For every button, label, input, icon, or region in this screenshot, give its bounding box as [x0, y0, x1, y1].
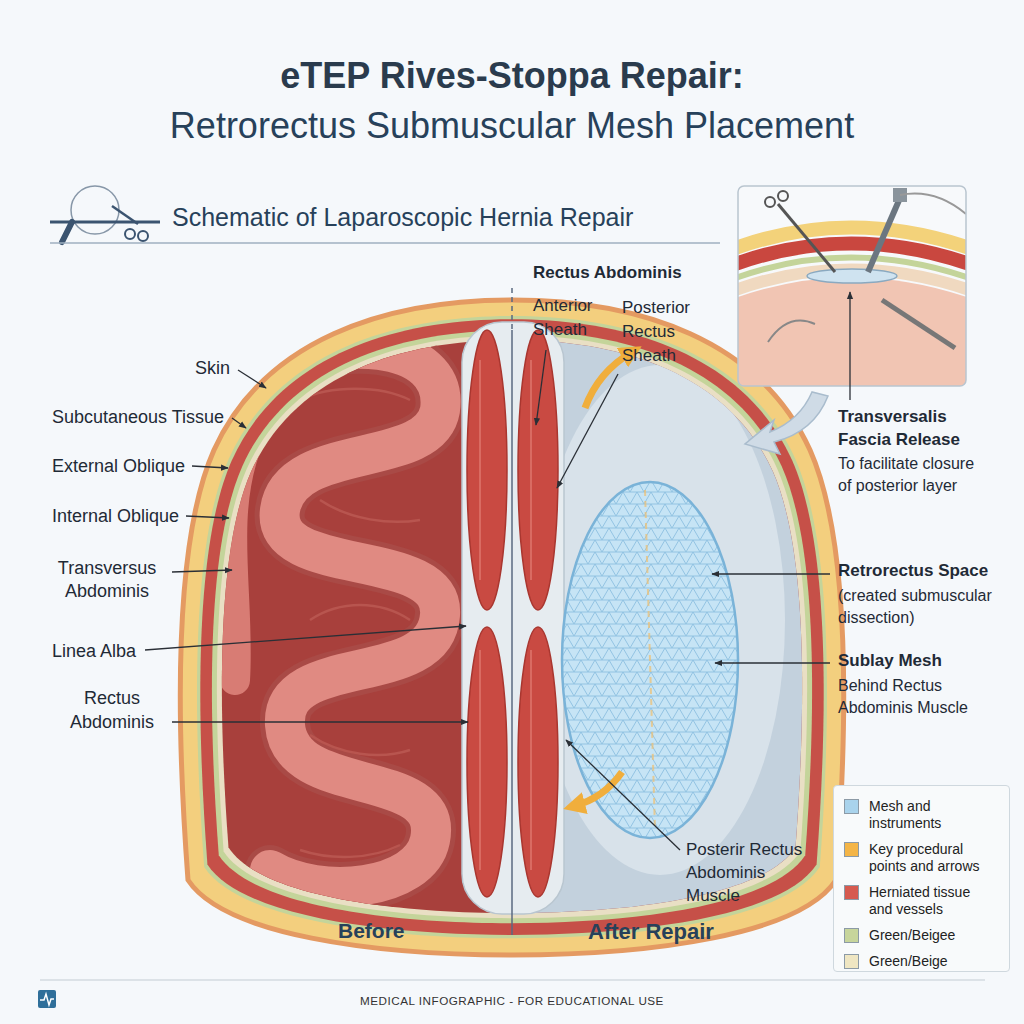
midline: [511, 288, 513, 330]
rectus-sheath: [462, 322, 564, 914]
footer-icon: [38, 990, 56, 1008]
legend-swatch: [844, 928, 859, 943]
legend-row: Mesh and instruments: [844, 798, 1009, 832]
legend-row: Herniated tissue and vessels: [844, 884, 1009, 918]
layer-label: Linea Alba: [52, 640, 136, 663]
legend-swatch: [844, 842, 859, 857]
callout-note: Behind Rectus Abdominis Muscle: [838, 675, 988, 719]
legend-row: Green/Beigee: [844, 927, 1009, 944]
title: eTEP Rives-Stoppa Repair:: [0, 52, 1024, 100]
caption: MEDICAL INFOGRAPHIC - FOR EDUCATIONAL US…: [0, 993, 1024, 1009]
legend-swatch: [844, 799, 859, 814]
layer-label: Rectus Abdominis: [57, 686, 167, 734]
structure-heading: Rectus Abdominis: [533, 262, 682, 284]
legend-row: Green/Beige: [844, 953, 1009, 970]
abdomen-cross-section: [180, 300, 843, 955]
intestines: [232, 349, 440, 887]
structure-label: Posterior Rectus Sheath: [622, 296, 714, 368]
legend-text: Key procedural points and arrows: [869, 841, 994, 875]
footer-rule: [40, 979, 985, 980]
callout-heading: Transversalis Fascia Release: [838, 405, 988, 451]
legend-swatch: [844, 954, 859, 969]
legend-box: Mesh and instrumentsKey procedural point…: [833, 785, 1010, 972]
panel-label: After Repair: [588, 917, 714, 946]
callout-heading: Retrorectus Space: [838, 560, 988, 582]
leader-lines: [145, 292, 850, 850]
panel-label: Before: [338, 917, 405, 944]
rule-line: [50, 242, 720, 244]
legend-text: Mesh and instruments: [869, 798, 994, 832]
subtitle: Retrorectus Submuscular Mesh Placement: [0, 102, 1024, 150]
layer-label: Internal Oblique: [52, 505, 179, 528]
layer-label: Subcutaneous Tissue: [52, 406, 224, 429]
legend-text: Herniated tissue and vessels: [869, 884, 994, 918]
inset-panel: [730, 186, 975, 390]
structure-label: Posterir Rectus Abdominis Muscle: [686, 838, 811, 907]
instrument-icon: [50, 186, 160, 242]
section-heading: Schematic of Laparoscopic Hernia Repair: [172, 202, 633, 232]
procedure-arrow: [574, 772, 622, 806]
legend-text: Green/Beigee: [869, 927, 994, 944]
layer-label: External Oblique: [52, 455, 185, 478]
layer-label: Transversus Abdominis: [47, 557, 167, 603]
midline: [511, 330, 513, 935]
legend-row: Key procedural points and arrows: [844, 841, 1009, 875]
inset-arrow: [745, 392, 828, 454]
callout-note: To facilitate closure of posterior layer: [838, 453, 983, 497]
structure-label: Anterior Sheath: [533, 294, 618, 342]
callout-note: (created submuscular dissection): [838, 585, 1008, 629]
legend-text: Green/Beige: [869, 953, 994, 970]
layer-label: Skin: [195, 357, 230, 380]
cavity: [232, 290, 852, 970]
legend-swatch: [844, 885, 859, 900]
sublay-mesh: [562, 482, 738, 838]
callout-heading: Sublay Mesh: [838, 650, 942, 672]
